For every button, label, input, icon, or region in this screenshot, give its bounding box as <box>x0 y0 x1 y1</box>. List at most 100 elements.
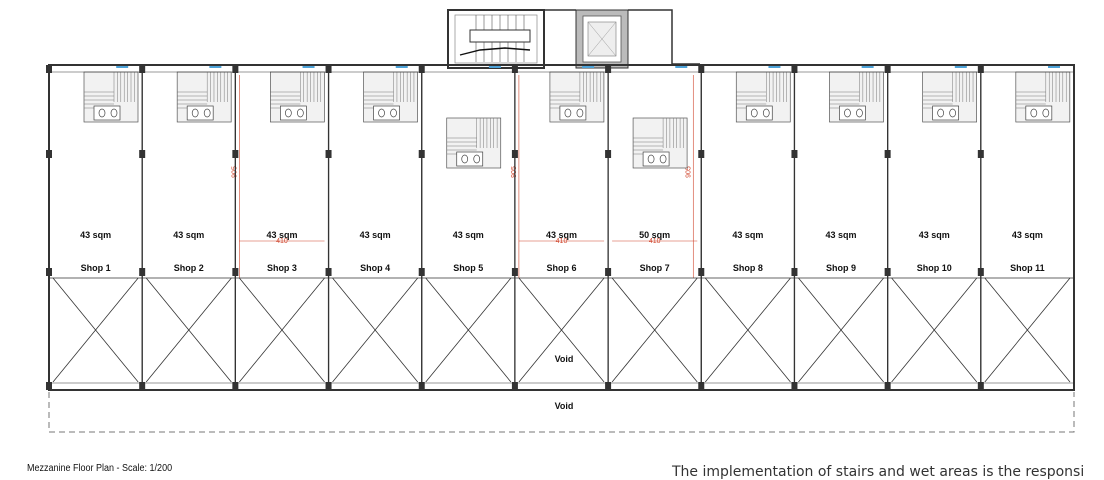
dimension-width-text: 410 <box>276 238 288 245</box>
column <box>605 150 612 158</box>
column <box>698 65 705 73</box>
shop-area: 43 sqm <box>453 230 484 240</box>
shop-name: Shop 11 <box>1010 263 1045 273</box>
column <box>325 268 332 276</box>
column <box>139 382 146 390</box>
shop-name: Shop 7 <box>640 263 670 273</box>
column <box>977 65 984 73</box>
column <box>232 150 239 158</box>
void-cross <box>332 277 419 383</box>
column <box>418 150 425 158</box>
shop-area: 43 sqm <box>80 230 111 240</box>
shop-area: 43 sqm <box>173 230 204 240</box>
column <box>791 65 798 73</box>
stair-and-wc-fixture <box>922 71 977 123</box>
void-outline <box>48 392 1075 433</box>
column <box>884 268 891 276</box>
plan-note: The implementation of stairs and wet are… <box>672 464 1085 480</box>
dimension-depth-text: 905 <box>685 166 692 178</box>
stair-core <box>447 9 545 69</box>
stair-and-wc-fixture <box>446 117 502 169</box>
void-cross <box>145 277 232 383</box>
void-cross <box>52 277 139 383</box>
shop-area: 43 sqm <box>266 230 297 240</box>
shop-area: 43 sqm <box>1012 230 1043 240</box>
column <box>325 150 332 158</box>
void-label-lower: Void <box>555 401 574 411</box>
shop-area: 43 sqm <box>919 230 950 240</box>
shop-area: 43 sqm <box>732 230 763 240</box>
column <box>791 150 798 158</box>
dimension-width-text: 410 <box>556 238 568 245</box>
column <box>884 65 891 73</box>
column <box>791 268 798 276</box>
shop-name: Shop 9 <box>826 263 856 273</box>
shop-area: 43 sqm <box>546 230 577 240</box>
void-cross <box>239 277 325 383</box>
shop-name: Shop 4 <box>360 263 390 273</box>
shop-name: Shop 1 <box>81 263 111 273</box>
dimension-width-text: 410 <box>649 238 661 245</box>
shop-name: Shop 6 <box>546 263 576 273</box>
void-label-shops: Void <box>555 354 574 364</box>
column <box>511 382 518 390</box>
shop-name: Shop 5 <box>453 263 483 273</box>
stair-and-wc-fixture <box>829 71 884 123</box>
column <box>232 65 239 73</box>
column <box>698 268 705 276</box>
column <box>325 382 332 390</box>
column <box>605 268 612 276</box>
shop-area: 50 sqm <box>639 230 670 240</box>
column <box>698 150 705 158</box>
stair-and-wc-fixture <box>363 71 418 123</box>
shop-name: Shop 10 <box>917 263 952 273</box>
shop-name: Shop 2 <box>174 263 204 273</box>
stair-and-wc-fixture <box>549 71 605 123</box>
shop-name: Shop 3 <box>267 263 297 273</box>
shop-bay <box>607 64 702 391</box>
column <box>884 150 891 158</box>
void-cross <box>891 277 978 383</box>
column <box>605 382 612 390</box>
column <box>884 382 891 390</box>
void-cross <box>611 277 698 383</box>
column <box>511 268 518 276</box>
stair-and-wc-fixture <box>632 117 688 169</box>
shop-area: 43 sqm <box>826 230 857 240</box>
stair-and-wc-fixture <box>270 71 325 123</box>
plan-caption: Mezzanine Floor Plan - Scale: 1/200 <box>27 463 173 474</box>
column <box>418 268 425 276</box>
void-cross <box>984 277 1071 383</box>
void-cross <box>704 277 791 383</box>
stair-and-wc-fixture <box>1015 71 1071 123</box>
stair-and-wc-fixture <box>83 71 139 123</box>
column <box>511 65 518 73</box>
column <box>977 382 984 390</box>
stair-and-wc-fixture <box>735 71 791 123</box>
column <box>232 268 239 276</box>
column <box>418 382 425 390</box>
column <box>139 150 146 158</box>
column <box>232 382 239 390</box>
building-outline <box>48 64 1075 391</box>
column <box>605 65 612 73</box>
column <box>511 150 518 158</box>
column <box>698 382 705 390</box>
stair-and-wc-fixture <box>176 71 232 123</box>
shop-name: Shop 8 <box>733 263 763 273</box>
shop-bay <box>421 64 516 391</box>
elevator-core <box>575 9 629 69</box>
void-cross <box>798 277 884 383</box>
column <box>325 65 332 73</box>
void-cross <box>425 277 512 383</box>
